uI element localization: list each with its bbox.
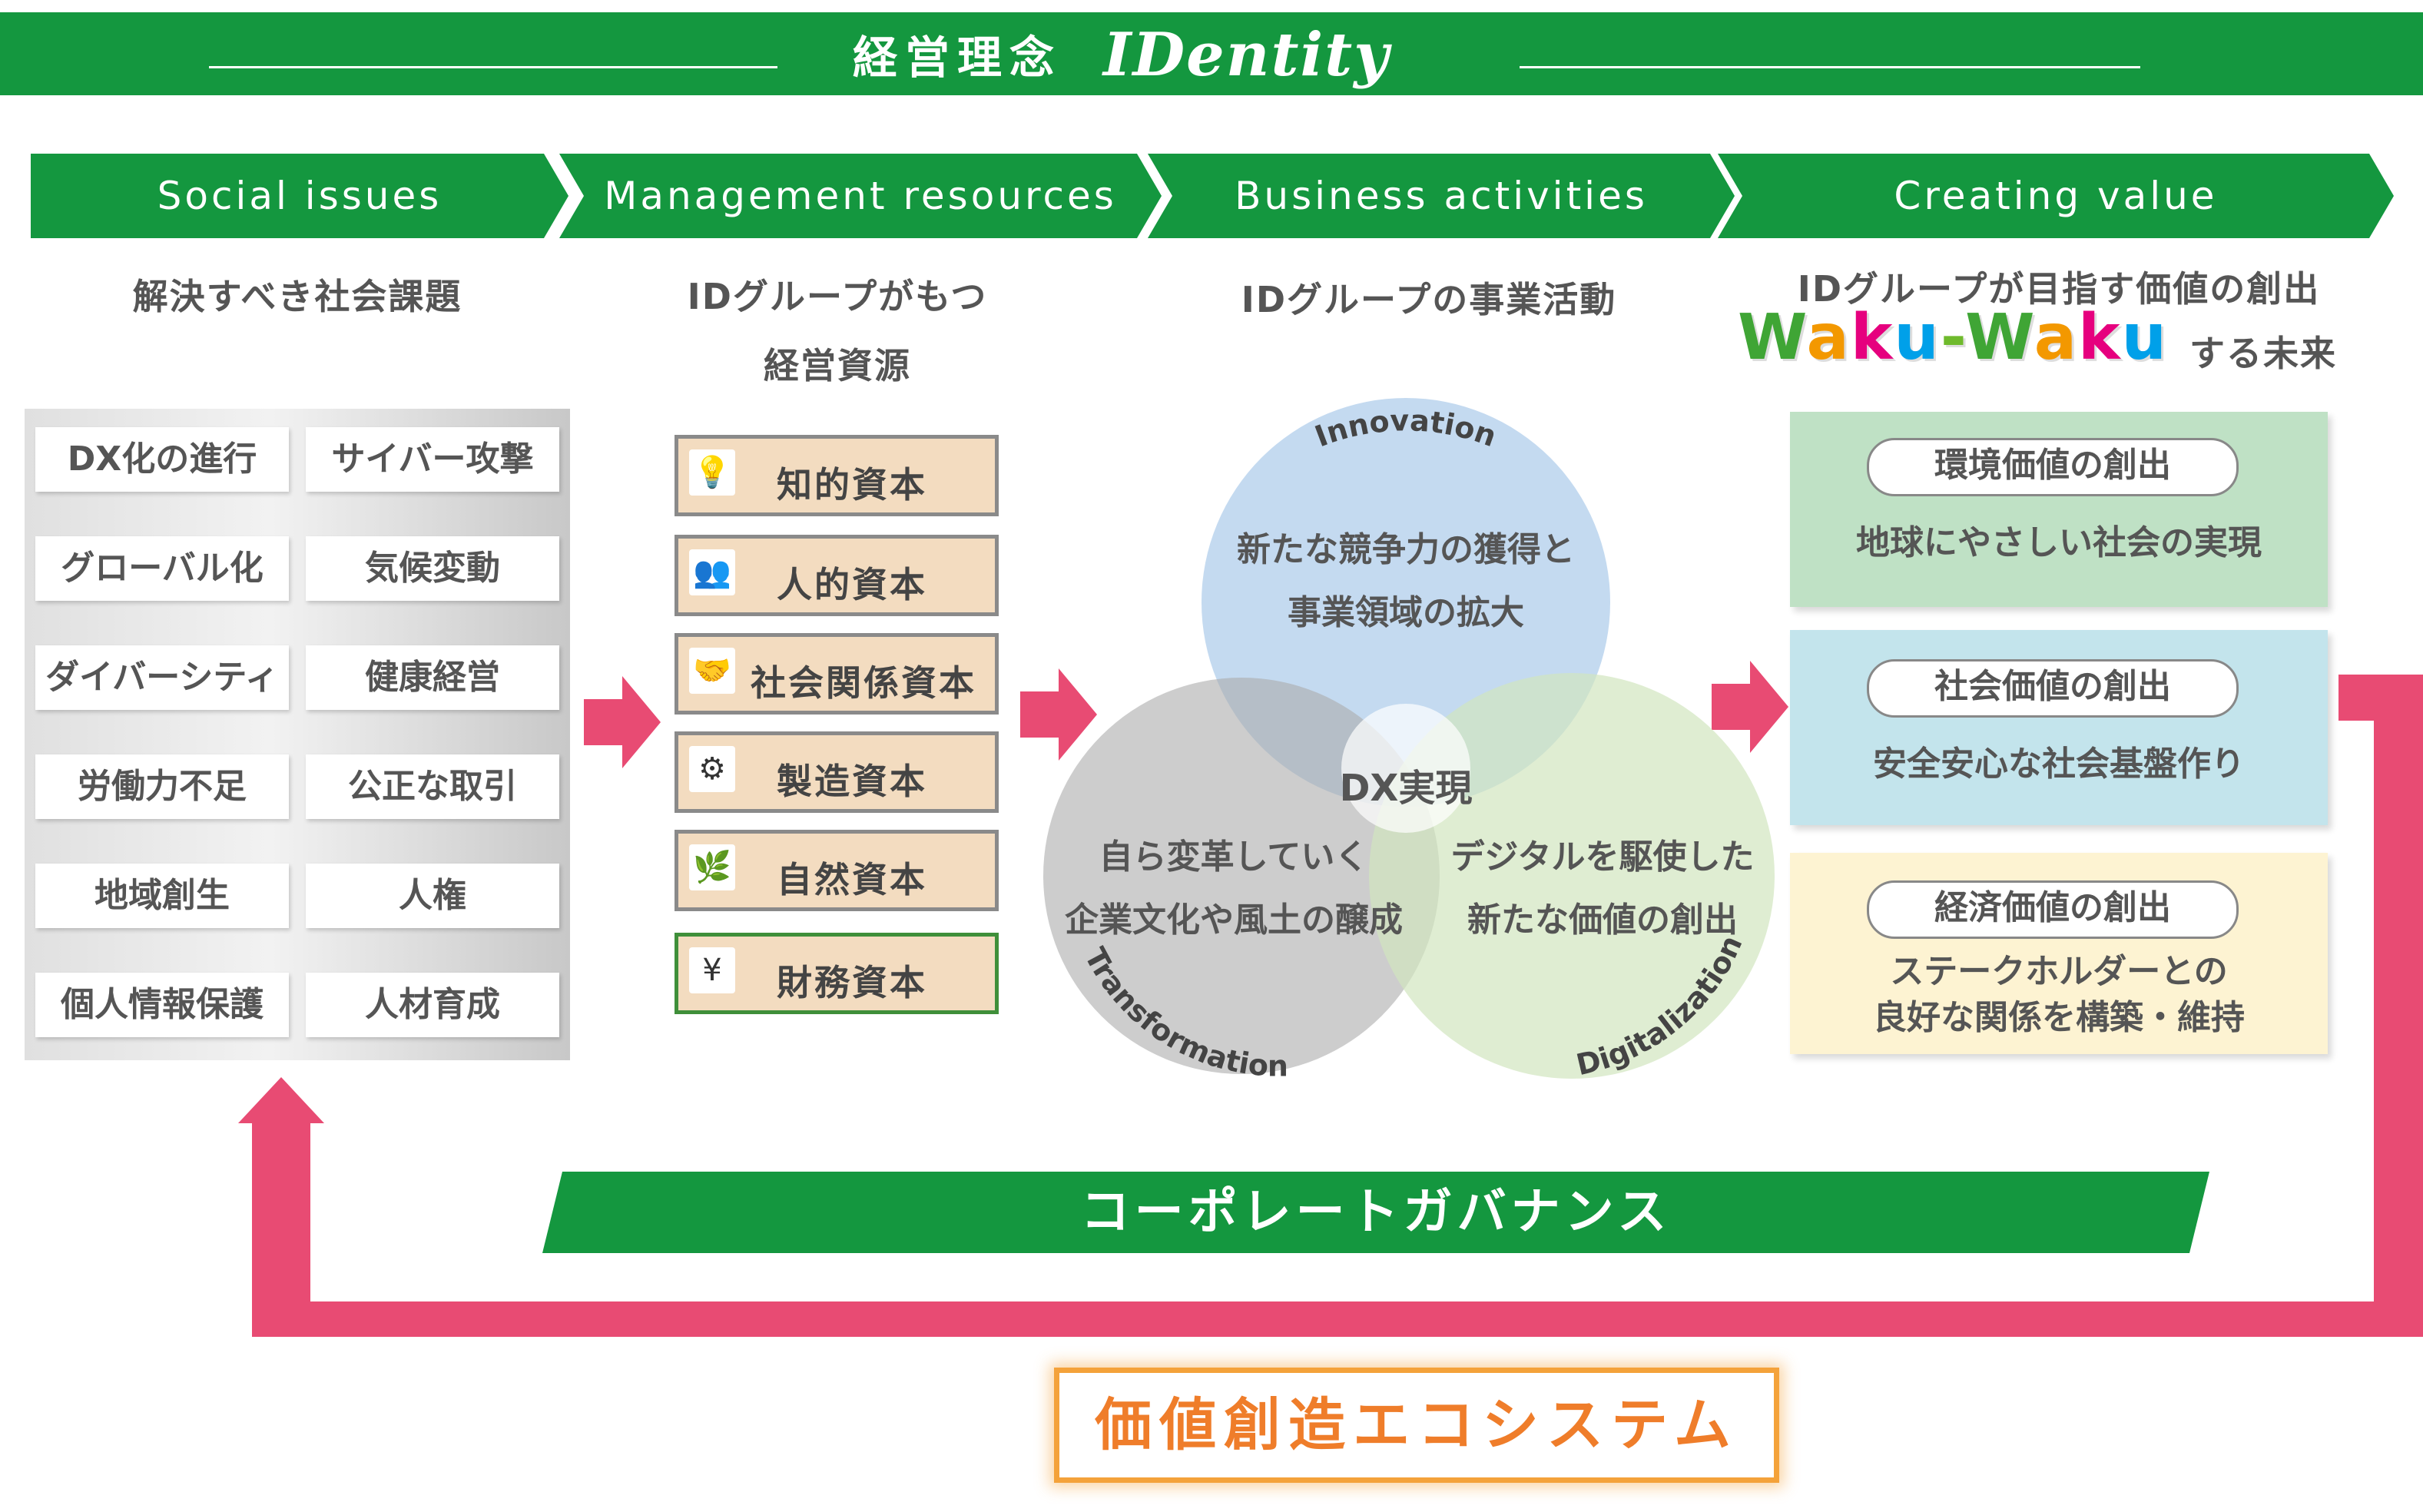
stage-creating-value: Creating value: [1718, 154, 2394, 238]
resource-item: ⚙ 製造資本: [675, 731, 999, 813]
innovation-text-2: 事業領域の拡大: [1288, 593, 1524, 632]
issue-item: 人権: [306, 864, 559, 928]
philosophy-label: 経営理念: [852, 32, 1062, 84]
value-description: 良好な関係を構築・維持: [1873, 998, 2245, 1037]
issue-item: 個人情報保護: [35, 973, 289, 1037]
issue-item: 公正な取引: [306, 754, 559, 819]
arrow-right-1: [584, 676, 661, 768]
stage-social-issues: Social issues: [31, 154, 568, 238]
arrow-right-3: [1712, 661, 1788, 753]
value-description: 地球にやさしい社会の実現: [1856, 523, 2262, 562]
value-box-society: 社会価値の創出 安全安心な社会基盤作り: [1790, 630, 2328, 825]
dx-center-label: DX実現: [1340, 767, 1473, 810]
issue-item: 人材育成: [306, 973, 559, 1037]
waku-waku-logo: Waku-Waku: [1738, 301, 2168, 374]
heading-value-2: する未来: [2189, 333, 2337, 374]
heading-value-1: IDグループが目指す価値の創出: [1797, 268, 2321, 310]
transformation-text-2: 企業文化や風土の醸成: [1065, 900, 1403, 940]
value-box-economy: 経済価値の創出 ステークホルダーとの 良好な関係を構築・維持: [1790, 853, 2328, 1054]
transformation-text-1: 自ら変革していく: [1099, 837, 1369, 877]
issue-item: サイバー攻撃: [306, 427, 559, 492]
lightbulb-icon: 💡: [689, 449, 735, 496]
people-icon: 👥: [689, 549, 735, 595]
digitalization-text-2: 新たな価値の創出: [1467, 900, 1738, 940]
value-description: ステークホルダーとの: [1890, 952, 2228, 991]
dx-center-circle: [1341, 704, 1470, 833]
digitalization-circle: [1369, 673, 1775, 1079]
issue-item: 健康経営: [306, 645, 559, 710]
issue-item: ダイバーシティ: [35, 645, 289, 710]
leaf-icon: 🌿: [689, 844, 735, 890]
value-title-pill: 社会価値の創出: [1867, 659, 2239, 718]
gears-icon: ⚙: [689, 746, 735, 792]
heading-issues: 解決すべき社会課題: [132, 276, 462, 317]
innovation-text-1: 新たな競争力の獲得と: [1237, 530, 1575, 569]
brand-logo-text: IDentity: [1103, 20, 1390, 90]
issue-item: 労働力不足: [35, 754, 289, 819]
corporate-governance-bar: コーポレートガバナンス: [542, 1172, 2209, 1253]
header-line-left: [209, 66, 777, 68]
stage-business-activities: Business activities: [1148, 154, 1735, 238]
issue-item: 気候変動: [306, 536, 559, 601]
resource-item: ¥ 財務資本: [675, 933, 999, 1014]
resource-item: 🌿 自然資本: [675, 830, 999, 911]
value-title-pill: 経済価値の創出: [1867, 880, 2239, 939]
issue-item: 地域創生: [35, 864, 289, 928]
heading-resources-2: 経営資源: [764, 345, 911, 386]
coins-icon: ¥: [689, 947, 735, 993]
handshake-icon: 🤝: [689, 648, 735, 694]
digitalization-text-1: デジタルを駆使した: [1450, 837, 1754, 877]
transformation-circle: [1043, 678, 1440, 1074]
resource-item: 👥 人的資本: [675, 535, 999, 616]
heading-resources-1: IDグループがもつ: [687, 276, 988, 317]
heading-activities: IDグループの事業活動: [1241, 279, 1617, 320]
issue-item: グローバル化: [35, 536, 289, 601]
value-description: 安全安心な社会基盤作り: [1873, 744, 2245, 784]
value-creation-ecosystem-label: 価値創造エコシステム: [1054, 1368, 1779, 1483]
value-title-pill: 環境価値の創出: [1867, 438, 2239, 496]
header-line-right: [1520, 66, 2140, 68]
header-band: [0, 12, 2423, 95]
resource-item: 🤝 社会関係資本: [675, 633, 999, 715]
value-box-environment: 環境価値の創出 地球にやさしい社会の実現: [1790, 412, 2328, 607]
stage-management-resources: Management resources: [559, 154, 1162, 238]
resource-item: 💡 知的資本: [675, 435, 999, 516]
issue-item: DX化の進行: [35, 427, 289, 492]
arrow-right-2: [1020, 668, 1097, 761]
social-issues-panel: DX化の進行 サイバー攻撃 グローバル化 気候変動 ダイバーシティ 健康経営 労…: [25, 409, 570, 1060]
